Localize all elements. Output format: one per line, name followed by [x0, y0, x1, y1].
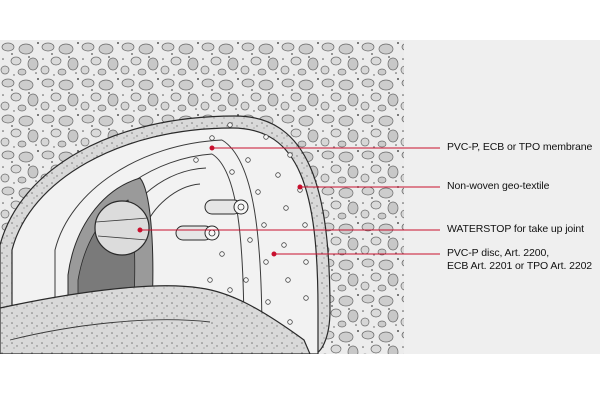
leader-lines [137, 145, 440, 257]
label-membrane: PVC-P, ECB or TPO membrane [447, 141, 593, 153]
label-geotextile: Non-woven geo-textile [447, 180, 550, 192]
tunnel-far-end [94, 200, 150, 256]
label-waterstop: WATERSTOP for take up joint [447, 223, 584, 235]
label-disc-line1: PVC-P disc, Art. 2200, [447, 247, 550, 259]
label-panel [404, 40, 600, 354]
tunnel-diagram: PVC-P, ECB or TPO membrane Non-woven geo… [0, 40, 600, 354]
label-disc-line2: ECB Art. 2201 or TPO Art. 2202 [447, 260, 593, 272]
tunnel-cross-section [0, 40, 600, 354]
